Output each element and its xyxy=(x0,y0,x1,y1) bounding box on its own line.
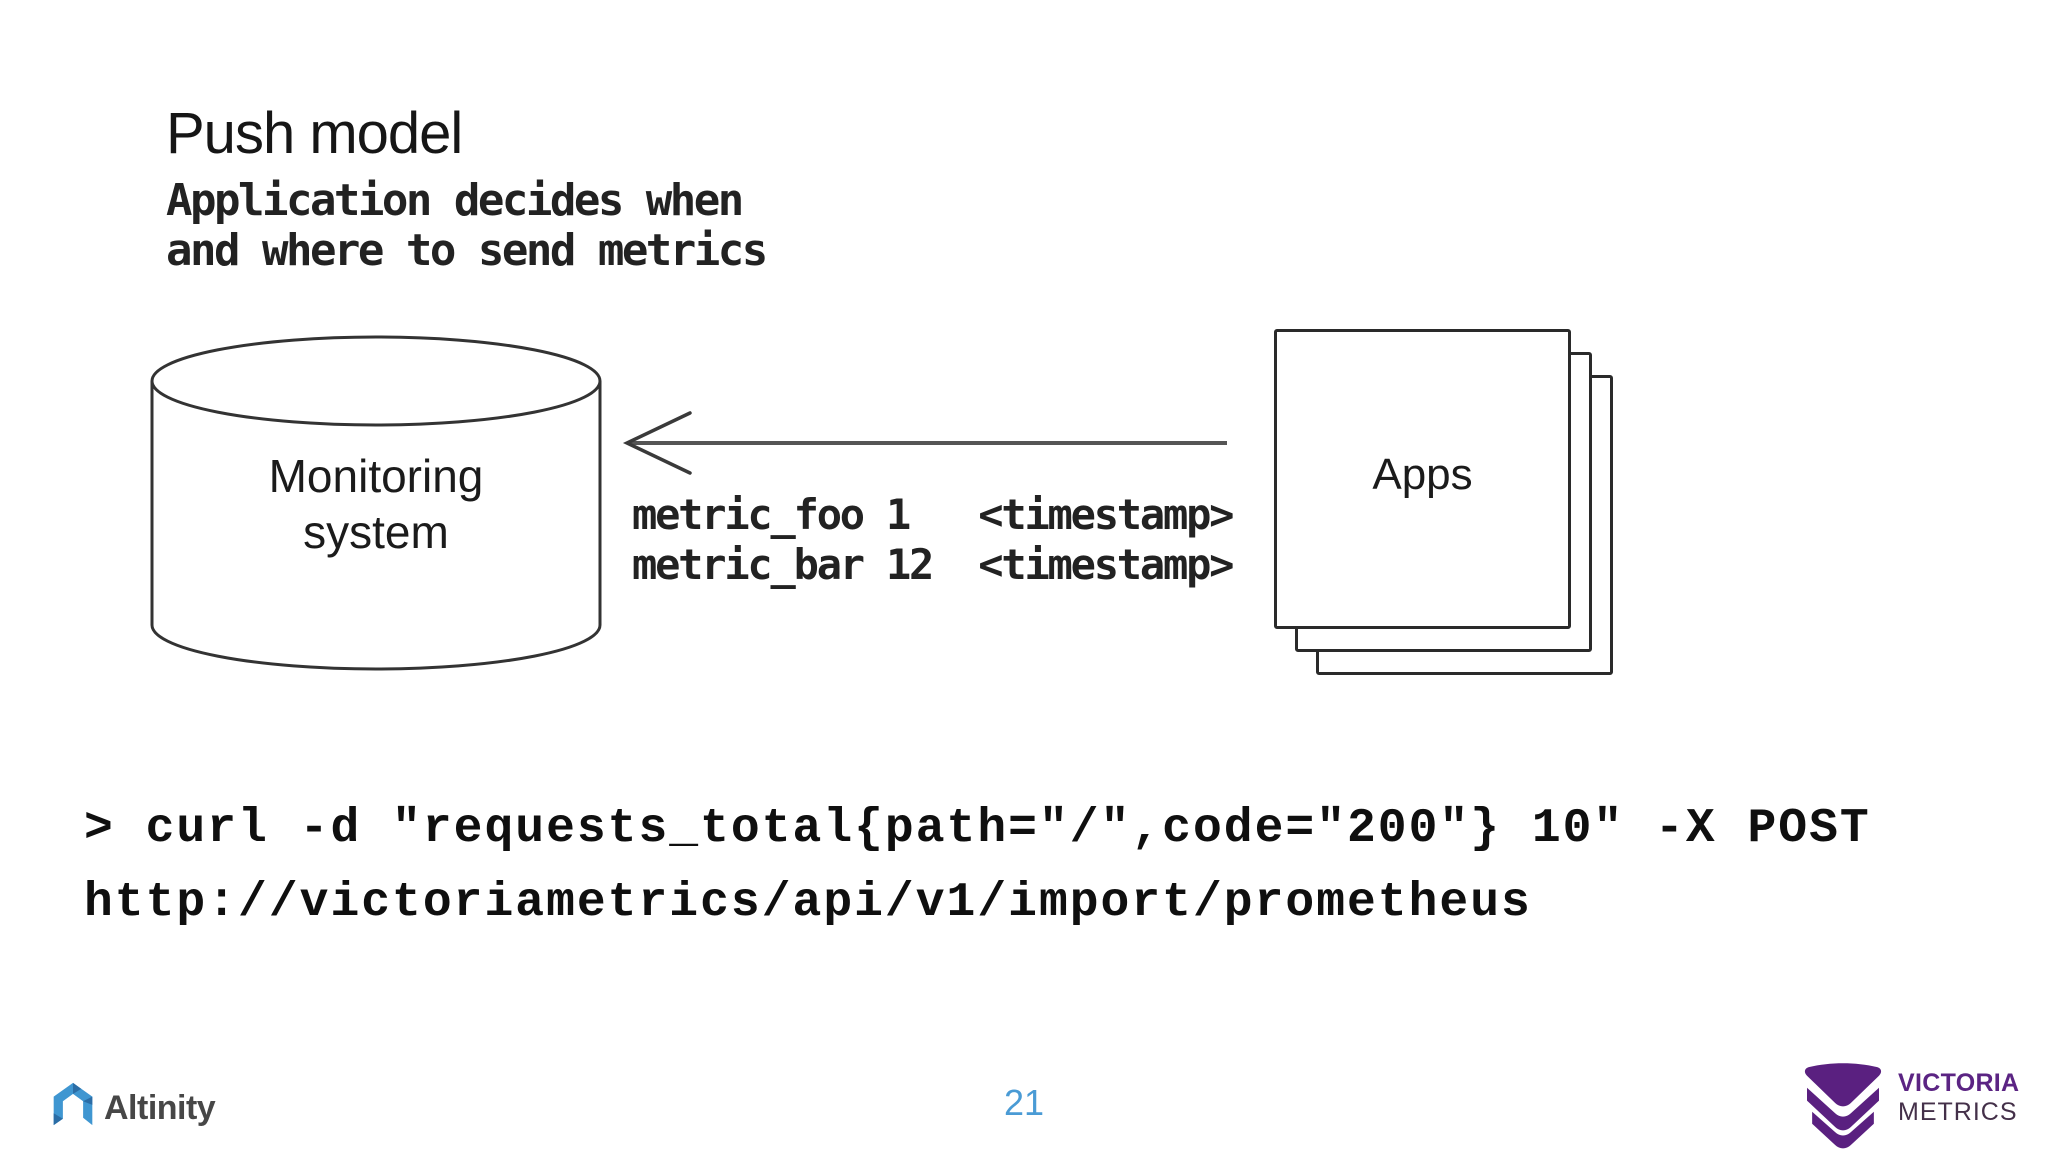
apps-label: Apps xyxy=(1372,450,1473,499)
victoria-metrics-logo-text-1: VICTORIA xyxy=(1898,1069,2020,1097)
metric-sample-line-1: metric_foo 1 <timestamp> xyxy=(632,490,1234,539)
subtitle-line-1: Application decides when xyxy=(166,175,744,226)
cylinder-database-icon xyxy=(150,335,602,671)
curl-command-line-2: http://victoriametrics/api/v1/import/pro… xyxy=(84,876,1532,930)
arrow-left-icon xyxy=(622,411,1227,475)
page-title: Push model xyxy=(166,101,463,166)
victoria-metrics-logo-text-2: METRICS xyxy=(1898,1098,2018,1126)
altinity-arch-icon xyxy=(53,1082,93,1126)
altinity-logo-text: Altinity xyxy=(104,1089,216,1127)
monitoring-system-label: Monitoring system xyxy=(146,448,606,560)
monitoring-label-line2: system xyxy=(303,506,449,558)
subtitle-line-2: and where to send metrics xyxy=(166,225,768,276)
page-number: 21 xyxy=(1003,1082,1045,1123)
monitoring-label-line1: Monitoring xyxy=(268,450,484,502)
curl-command-line-1: > curl -d "requests_total{path="/",code=… xyxy=(84,802,1871,856)
metric-sample-line-2: metric_bar 12 <timestamp> xyxy=(632,540,1234,589)
chevron-stack-icon xyxy=(1804,1063,1882,1149)
app-box-front xyxy=(1274,329,1571,629)
